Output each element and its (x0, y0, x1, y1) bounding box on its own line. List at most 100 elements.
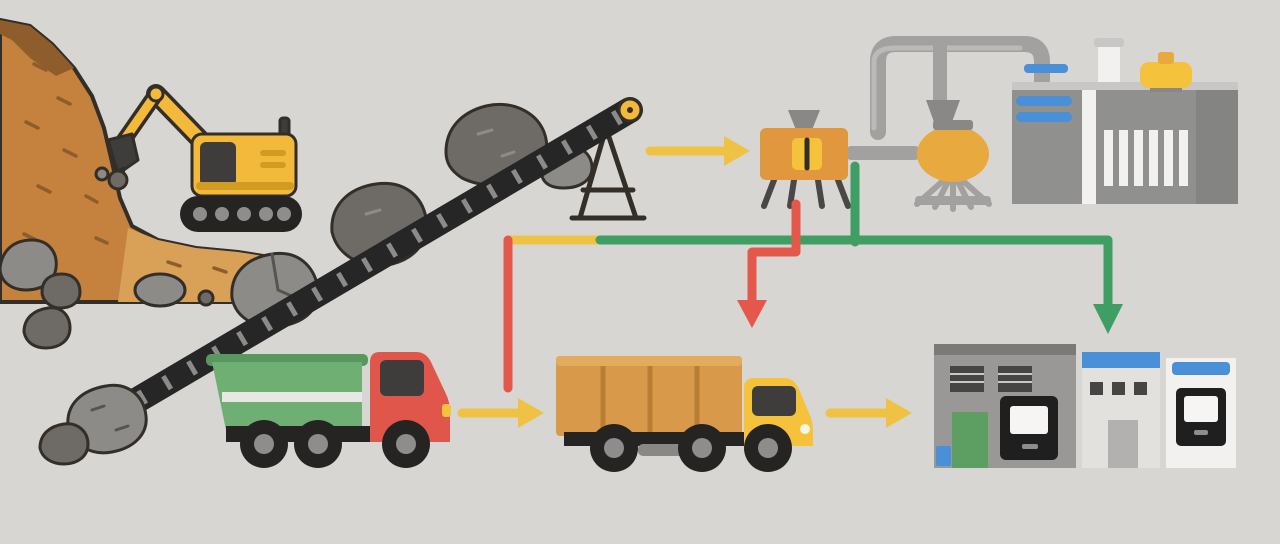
pebble (197, 289, 215, 307)
rock-piles-back (0, 103, 594, 350)
rock-marks (90, 404, 130, 432)
cab-window (752, 386, 796, 416)
roof-blue-bar (1024, 64, 1068, 73)
store-light (1082, 352, 1160, 468)
arrow-box-to-stores (825, 398, 912, 428)
track-wheel (215, 207, 229, 221)
storage-tank (1140, 62, 1192, 88)
cliff-hatch-marks (22, 62, 271, 282)
excavator-stick (119, 89, 161, 145)
rock (133, 272, 187, 308)
red-arrow-head (737, 300, 767, 328)
conveyor-support-frame (569, 125, 647, 221)
engine-vent (260, 162, 286, 168)
rock-marks (476, 128, 516, 158)
tank-cap (1158, 52, 1174, 64)
wheel-hub (308, 434, 328, 454)
headlight (442, 404, 451, 417)
store-window (998, 366, 1032, 392)
track-wheel (259, 207, 273, 221)
gripped-rock (94, 166, 110, 182)
track-wheel (237, 207, 251, 221)
rock (40, 272, 82, 310)
conveyor-belt-stripes (86, 103, 634, 435)
arrow-conveyor-to-crusher (645, 136, 750, 166)
kiosk-slot (1022, 444, 1038, 449)
green-arrow-head (1093, 304, 1123, 334)
counterweight-stripe (196, 182, 294, 190)
wheel-hub (604, 438, 624, 458)
engine-vent (260, 150, 286, 156)
box-truck (556, 356, 813, 472)
machine-slot (1194, 430, 1208, 435)
headlight (800, 424, 810, 434)
arrow-head (724, 136, 750, 166)
arrow-head (518, 398, 544, 428)
wheels (590, 424, 792, 472)
pipe-network (846, 36, 1050, 160)
window-slats (950, 373, 984, 383)
factory-right-wing (1196, 90, 1238, 204)
cargo-top-band (556, 356, 742, 366)
pipe-crusher-to-furnace (846, 146, 920, 160)
store-door (1108, 420, 1138, 468)
factory-building (1012, 38, 1238, 204)
cab-window (380, 360, 424, 396)
store-sign-band (1172, 362, 1230, 375)
recycle-bin (936, 446, 951, 466)
roof-deck (1012, 82, 1238, 90)
furnace-kettle (917, 126, 989, 182)
excavator (94, 84, 302, 232)
track-wheel (277, 207, 291, 221)
crusher (760, 110, 851, 209)
louver-bar (1016, 112, 1072, 122)
arrow-head (886, 398, 912, 428)
crusher-legs (761, 177, 851, 209)
wheel-hub (254, 434, 274, 454)
furnace-base-bar (915, 196, 991, 205)
bed-stripe (222, 392, 362, 402)
furnace-rim (933, 120, 973, 130)
facade-column (1082, 90, 1096, 204)
track-wheel (193, 207, 207, 221)
wheel-hub (692, 438, 712, 458)
kiosk-screen (1010, 406, 1048, 434)
excavator-tracks (180, 196, 302, 232)
crusher-feed-funnel (788, 110, 820, 130)
gripped-rock (107, 169, 129, 191)
chimney-cap (1094, 38, 1124, 47)
cliff-shadow (0, 20, 74, 76)
excavator-cab-window (200, 142, 236, 186)
store-window (950, 366, 984, 392)
claw-bucket (106, 132, 140, 176)
dump-truck (206, 352, 451, 468)
chimney (1098, 40, 1120, 92)
rock (0, 238, 58, 292)
wheel-hub (396, 434, 416, 454)
store-gray (934, 344, 1076, 468)
rock (38, 422, 90, 466)
excavator-claw (94, 132, 140, 191)
excavator-arm-joint (147, 85, 165, 103)
arrow-dump-to-box (457, 398, 544, 428)
furnace-funnel (926, 100, 960, 122)
wheel-hub (758, 438, 778, 458)
retail-buildings (934, 344, 1236, 468)
vent-grill (1104, 130, 1188, 186)
louver-bar (1016, 96, 1072, 106)
flow-lines (503, 161, 1123, 393)
pipe-highlight (871, 45, 1023, 131)
store-kiosk (1166, 358, 1236, 468)
rock (22, 306, 72, 350)
green-trunk-line (595, 235, 1113, 311)
conveyor (77, 97, 647, 441)
furnace (914, 100, 992, 212)
window-slats (998, 373, 1032, 383)
store-parapet (934, 344, 1076, 355)
store-sign-band (1082, 352, 1160, 368)
machine-screen (1184, 396, 1218, 422)
furnace-stand-rays (914, 169, 992, 212)
rock-piles-front (38, 383, 148, 466)
